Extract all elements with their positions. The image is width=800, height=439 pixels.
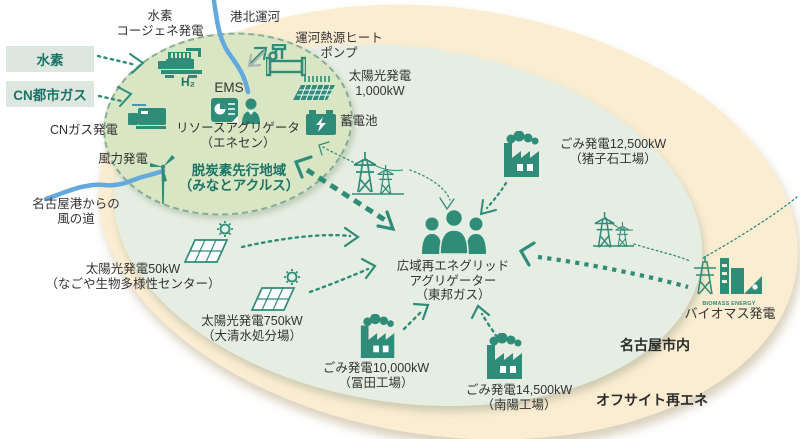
ems-label: EMS <box>214 80 244 95</box>
transmission-towers-right-icon <box>593 211 634 248</box>
solar50-arrow <box>240 226 360 249</box>
decarbon-zone-label: 脱炭素先行地域（みなとアクルス） <box>178 163 300 193</box>
heat-pump-label: 運河熱源ヒートポンプ <box>295 31 383 60</box>
cn-city-gas-tag: CN都市ガス <box>6 81 94 107</box>
biomass-arrow <box>518 241 689 290</box>
battery-grid-link <box>318 141 363 167</box>
towers-to-biomass-link <box>633 196 798 262</box>
nagoya-city-label: 名古屋市内 <box>620 337 690 353</box>
waste-inokoshi-label: ごみ発電12,500kW（猪子石工場） <box>559 137 667 166</box>
cn-gas-gen-label: CNガス発電 <box>50 123 119 137</box>
wind-label: 風力発電 <box>98 152 149 166</box>
ems-icon <box>211 96 265 129</box>
factory-nanyo-icon <box>484 332 528 386</box>
hydrogen-arrow <box>96 53 145 74</box>
aggregator-people-icon <box>422 208 486 259</box>
factory-inokoshi-icon <box>501 130 545 184</box>
battery-label: 蓄電池 <box>340 114 378 128</box>
grid-aggregator-label: 広域再エネグリッドアグリゲーター（東邦ガス） <box>396 259 510 302</box>
towers-to-aggregator-link <box>409 169 455 211</box>
cogen-label: 水素コージェネ発電 <box>116 9 204 38</box>
biomass-label: バイオマス発電 <box>684 306 776 321</box>
offsite-label: オフサイト再エネ <box>596 392 708 408</box>
hydrogen-tag-label: 水素 <box>36 53 64 68</box>
solar-50-label: 太陽光発電50kW（なごや生物多様性センター） <box>45 262 221 291</box>
cn-gas-arrow <box>97 86 133 107</box>
transmission-towers-left-icon <box>352 151 404 195</box>
wind-road-line <box>43 168 166 202</box>
biomass-caption: BIOMASS ENERGY <box>702 301 756 307</box>
wind-road-label: 名古屋港からの風の道 <box>32 197 120 226</box>
factory-tomida-icon <box>358 313 400 365</box>
solar-panel-1000-icon <box>293 74 337 107</box>
waste-tomida-label: ごみ発電10,000kW（冨田工場） <box>322 361 430 390</box>
nanyo-arrow <box>470 304 499 339</box>
hydrogen-tag: 水素 <box>6 46 94 72</box>
canal-line-top <box>211 0 251 95</box>
heat-pump-icon <box>264 43 308 87</box>
biomass-plant-icon: BIOMASS ENERGY <box>694 252 764 307</box>
canal-label: 港北運河 <box>230 10 281 24</box>
solar-750-label: 太陽光発電750kW（大清水処分場） <box>201 314 303 343</box>
inner-to-aggregator-arrow <box>293 155 396 232</box>
waste-nanyo-label: ごみ発電14,500kW（南陽工場） <box>465 383 573 412</box>
battery-icon <box>306 110 338 141</box>
h2-label: H₂ <box>181 75 195 89</box>
resource-aggregator-label: リソースアグリゲータ（エネセン） <box>176 121 300 150</box>
tomida-arrow <box>402 302 430 331</box>
heat-exchange-arrows <box>247 46 268 68</box>
wind-turbine-icon <box>148 154 178 209</box>
cn-gas-generator-icon <box>128 102 168 135</box>
solar-panel-750-icon <box>250 268 308 319</box>
cn-city-gas-tag-label: CN都市ガス <box>13 88 87 103</box>
solar-panel-50-icon <box>183 220 241 271</box>
inokoshi-arrow <box>479 181 508 216</box>
cogeneration-icon <box>158 48 208 85</box>
solar750-arrow <box>308 257 377 294</box>
